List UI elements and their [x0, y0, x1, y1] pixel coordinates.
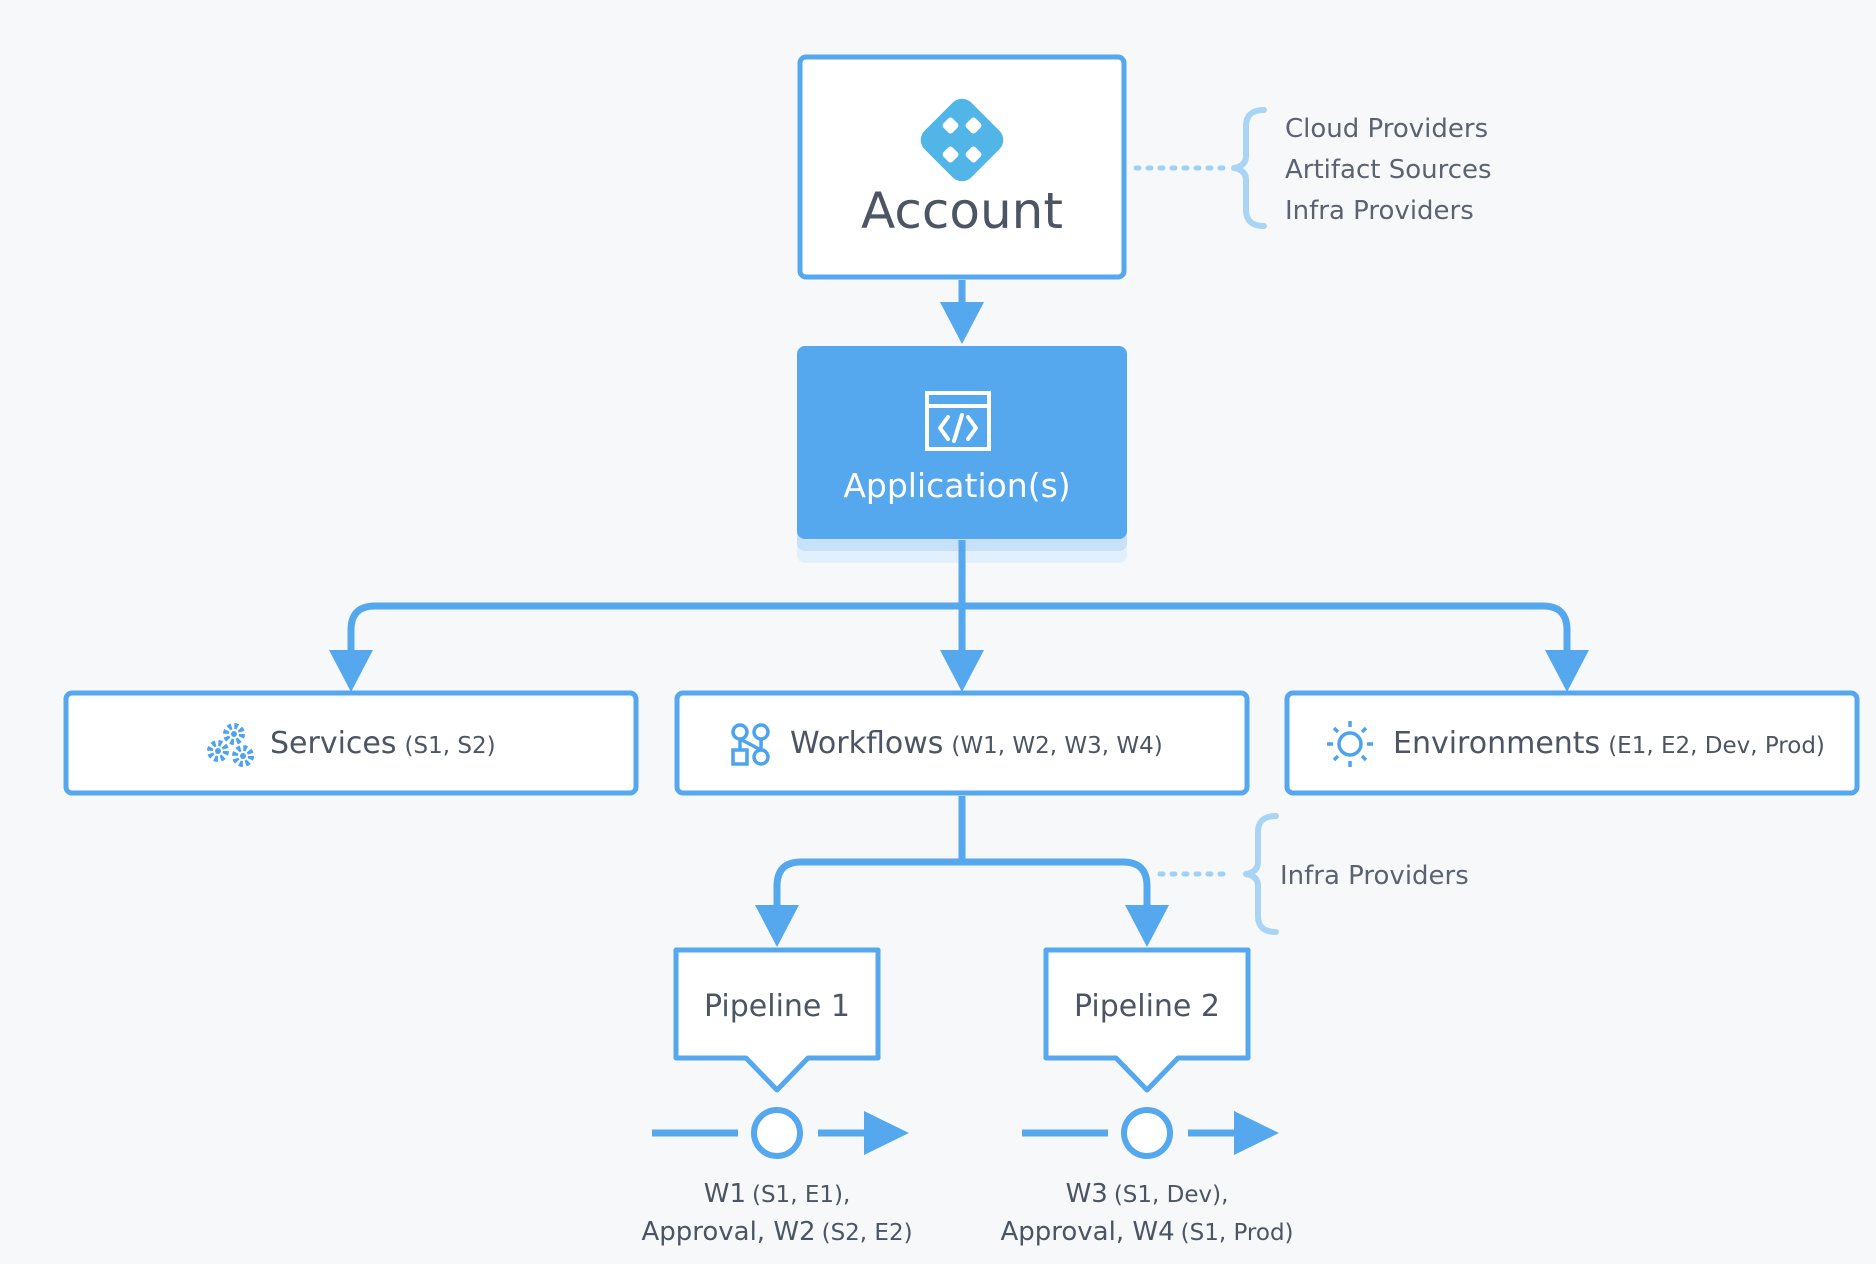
pipeline-2-stage-node: [1121, 1107, 1173, 1159]
environments-title: Environments: [1393, 726, 1600, 761]
account-title: Account: [861, 182, 1063, 240]
arrowhead: [1125, 905, 1169, 947]
workflows-items: (W1, W2, W3, W4): [951, 733, 1162, 759]
arrowhead: [940, 302, 984, 344]
arrowhead: [1234, 1111, 1279, 1155]
pipeline-1-title: Pipeline 1: [704, 989, 850, 1024]
pipeline-2-flow: [1022, 1107, 1279, 1159]
workflows-brace: [1243, 813, 1279, 935]
pipeline-2-steps-line2: Approval, W4(S1, Prod): [1000, 1217, 1293, 1247]
arrowhead: [940, 650, 984, 692]
services-label: Services (S1, S2): [270, 726, 496, 761]
account-resource-cloud-providers: Cloud Providers: [1285, 114, 1488, 144]
pipeline-2-steps-line1: W3(S1, Dev),: [1066, 1179, 1229, 1209]
workflow-icon: [731, 723, 770, 766]
application-branch-line: [347, 602, 1571, 665]
pipeline-1-steps-line2: Approval, W2(S2, E2): [641, 1217, 912, 1247]
pipeline-1-flow: [652, 1107, 909, 1159]
account-resource-artifact-sources: Artifact Sources: [1285, 155, 1492, 185]
arrowhead: [755, 905, 799, 947]
code-window-icon: [925, 391, 991, 451]
pipeline-2-node[interactable]: Pipeline 2: [1043, 947, 1251, 1093]
services-node[interactable]: Services (S1, S2): [63, 690, 639, 796]
account-brace: [1231, 107, 1267, 229]
arrowhead: [864, 1111, 909, 1155]
workflow-resource-infra-providers: Infra Providers: [1280, 861, 1469, 891]
environments-label: Environments (E1, E2, Dev, Prod): [1393, 726, 1825, 761]
environments-items: (E1, E2, Dev, Prod): [1608, 733, 1825, 759]
application-node[interactable]: Application(s): [797, 346, 1127, 563]
account-node[interactable]: Account: [797, 54, 1127, 280]
services-items: (S1, S2): [405, 733, 496, 759]
environments-node[interactable]: Environments (E1, E2, Dev, Prod): [1284, 690, 1860, 796]
arrowhead: [329, 650, 373, 692]
workflows-branch-line: [773, 858, 1151, 920]
harness-logo-icon: [920, 98, 1004, 182]
pipeline-1-node[interactable]: Pipeline 1: [673, 947, 881, 1093]
arrowhead: [1545, 650, 1589, 692]
pipeline-1-stage-node: [751, 1107, 803, 1159]
pipeline-2-title: Pipeline 2: [1074, 989, 1220, 1024]
workflows-node[interactable]: Workflows (W1, W2, W3, W4): [674, 690, 1250, 796]
workflows-title: Workflows: [790, 726, 943, 761]
workflows-label: Workflows (W1, W2, W3, W4): [790, 726, 1163, 761]
account-resource-infra-providers: Infra Providers: [1285, 196, 1474, 226]
gears-icon: [207, 723, 254, 767]
sun-icon: [1327, 721, 1373, 767]
pipeline-1-steps-line1: W1(S1, E1),: [704, 1179, 851, 1209]
services-title: Services: [270, 726, 397, 761]
application-title: Application(s): [843, 466, 1070, 505]
